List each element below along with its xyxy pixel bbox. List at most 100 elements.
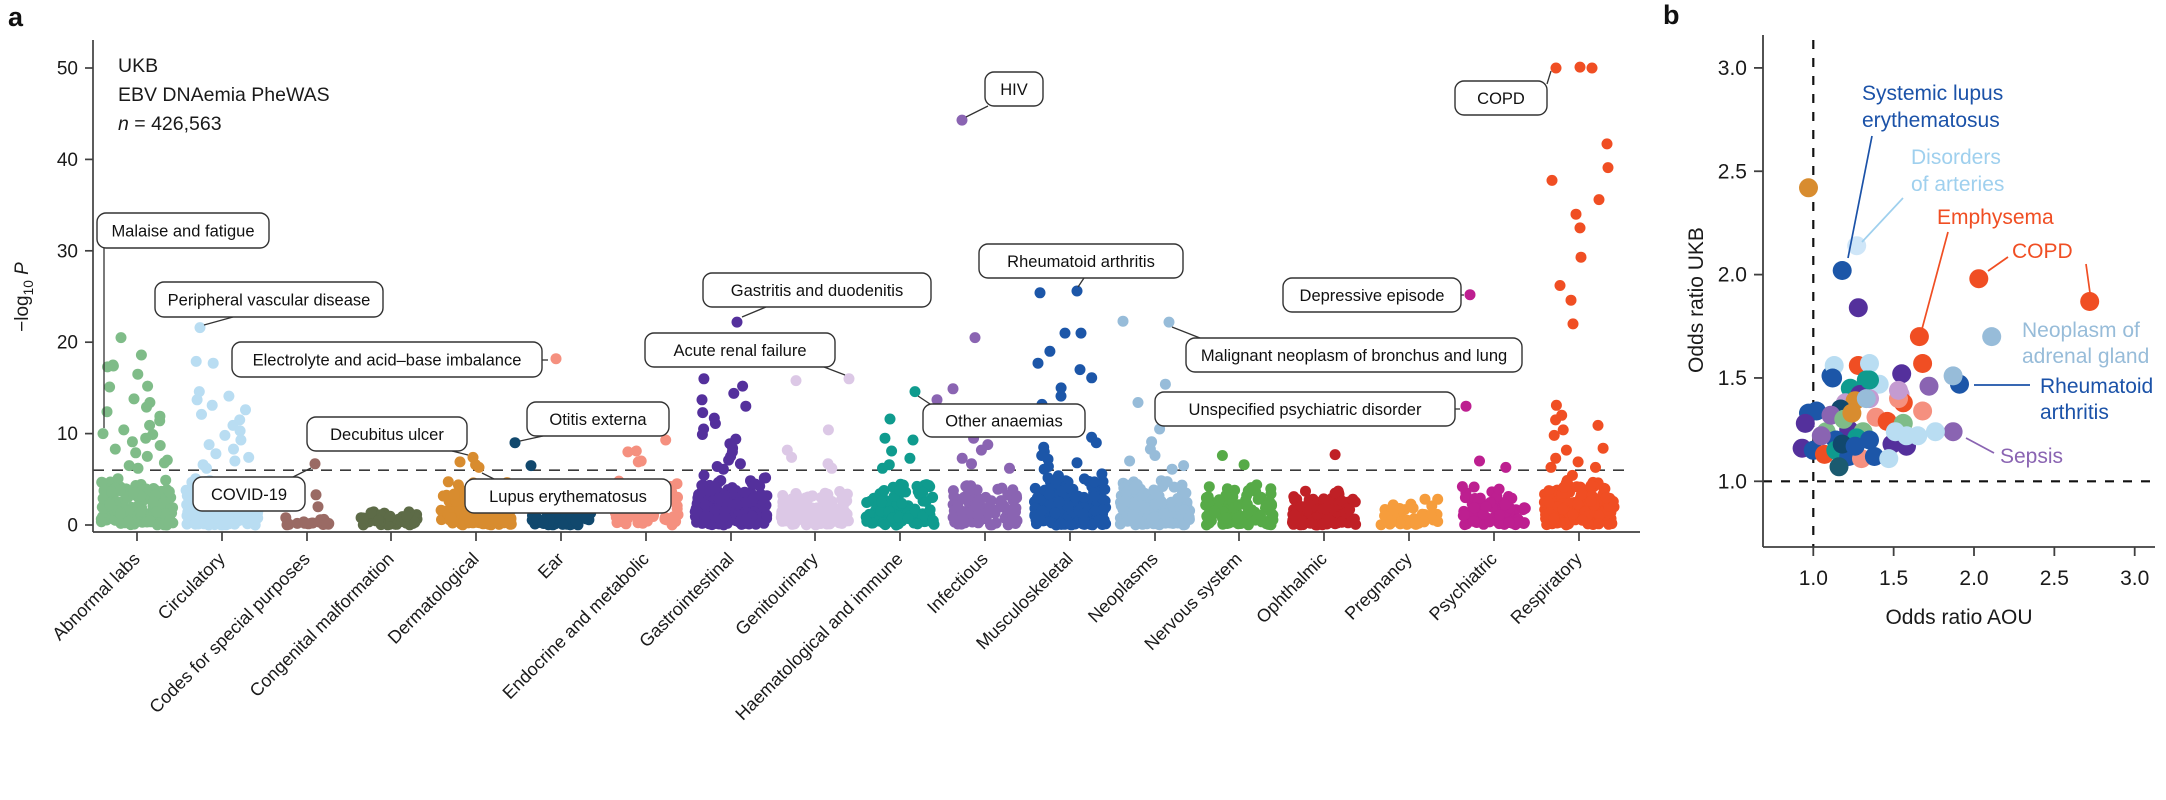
data-point	[1302, 498, 1314, 510]
data-point	[1892, 364, 1912, 384]
annotation-box	[1154, 391, 1456, 427]
data-point	[1426, 500, 1438, 512]
x-tick-label: 1.5	[1879, 567, 1908, 590]
data-point	[1908, 426, 1928, 446]
x-category-label: Dermatological	[384, 549, 483, 648]
data-point	[1860, 430, 1879, 450]
annotation-box	[1185, 337, 1523, 373]
data-point	[1550, 452, 1562, 464]
data-point	[947, 383, 959, 395]
data-point	[1038, 463, 1050, 475]
data-point	[312, 501, 324, 513]
callout-label: of arteries	[1911, 173, 2004, 196]
y-tick-label: 10	[57, 424, 78, 445]
data-point	[969, 332, 981, 344]
data-point	[191, 394, 203, 406]
data-point	[790, 375, 802, 387]
data-point	[823, 512, 835, 524]
annotation-box	[154, 281, 384, 318]
data-point	[1336, 516, 1348, 528]
y-tick-label: 50	[57, 59, 78, 80]
data-point	[1032, 357, 1044, 369]
data-point	[737, 380, 749, 392]
data-point	[740, 400, 752, 412]
data-point	[1574, 481, 1586, 493]
data-point	[1913, 401, 1933, 421]
data-point	[115, 508, 126, 520]
data-point	[219, 429, 231, 441]
data-point	[719, 505, 731, 517]
callout-leader	[1861, 197, 1904, 243]
callout-leader	[2085, 263, 2091, 294]
annotation-leader	[1077, 277, 1085, 288]
annotation-box	[1282, 277, 1462, 313]
data-point	[965, 480, 977, 492]
data-point	[1511, 516, 1523, 528]
data-point	[1289, 509, 1301, 521]
data-point	[1138, 502, 1150, 514]
data-point	[1036, 505, 1048, 517]
y-tick-label: 1.0	[1718, 470, 1747, 493]
data-point	[95, 516, 107, 528]
data-point	[990, 517, 1002, 529]
data-point	[1558, 481, 1570, 493]
data-point	[1078, 491, 1090, 503]
data-point	[448, 488, 460, 500]
data-point	[1550, 399, 1562, 411]
data-point	[104, 381, 116, 393]
data-point	[570, 515, 582, 527]
data-point	[909, 386, 921, 398]
data-point	[1055, 518, 1067, 529]
data-point	[160, 474, 172, 486]
data-point	[1860, 354, 1879, 373]
callout-label: erythematosus	[1862, 109, 2000, 132]
callout-label: adrenal gland	[2022, 345, 2149, 368]
category-points	[689, 316, 773, 531]
data-point	[112, 473, 124, 485]
annotation-label: COPD	[1477, 90, 1525, 108]
data-point	[1213, 494, 1225, 506]
data-point	[1350, 518, 1362, 530]
annotation-leader	[519, 435, 544, 442]
data-point	[1419, 493, 1431, 505]
data-point	[1832, 261, 1852, 280]
data-point	[912, 518, 923, 530]
data-point	[972, 509, 984, 521]
data-point	[1375, 519, 1387, 531]
data-point	[1585, 480, 1597, 491]
data-point	[1288, 491, 1300, 503]
annotation-leader	[292, 467, 312, 478]
data-point	[357, 512, 369, 524]
data-point	[975, 444, 987, 456]
data-point	[115, 332, 127, 344]
data-point	[884, 413, 896, 425]
data-point	[1848, 298, 1868, 318]
data-point	[931, 394, 943, 406]
data-point	[836, 517, 848, 529]
data-point	[102, 361, 113, 373]
annotation-leader	[203, 316, 234, 326]
category-points	[1200, 450, 1279, 531]
data-point	[509, 437, 521, 449]
panel-b-x-axis-label: Odds ratio AOU	[1885, 606, 2033, 629]
data-point	[861, 515, 873, 527]
data-point	[696, 429, 708, 440]
data-point	[1480, 501, 1492, 512]
panel-a-y-axis-label: −log10 P	[12, 262, 36, 332]
x-category-label: Abnormal labs	[48, 549, 144, 645]
annotation-box	[984, 71, 1044, 107]
data-point	[130, 447, 142, 459]
data-point	[1132, 397, 1144, 408]
data-point	[1913, 354, 1933, 373]
data-point	[190, 355, 202, 367]
data-point	[372, 515, 384, 526]
data-point	[96, 476, 108, 488]
data-point	[1158, 508, 1170, 520]
data-point	[755, 490, 767, 502]
data-point	[140, 432, 152, 444]
data-point	[1464, 289, 1476, 301]
annotation-label: Electrolyte and acid–base imbalance	[253, 352, 522, 370]
data-point	[907, 434, 919, 446]
annotation-label: Decubitus ulcer	[330, 426, 444, 444]
